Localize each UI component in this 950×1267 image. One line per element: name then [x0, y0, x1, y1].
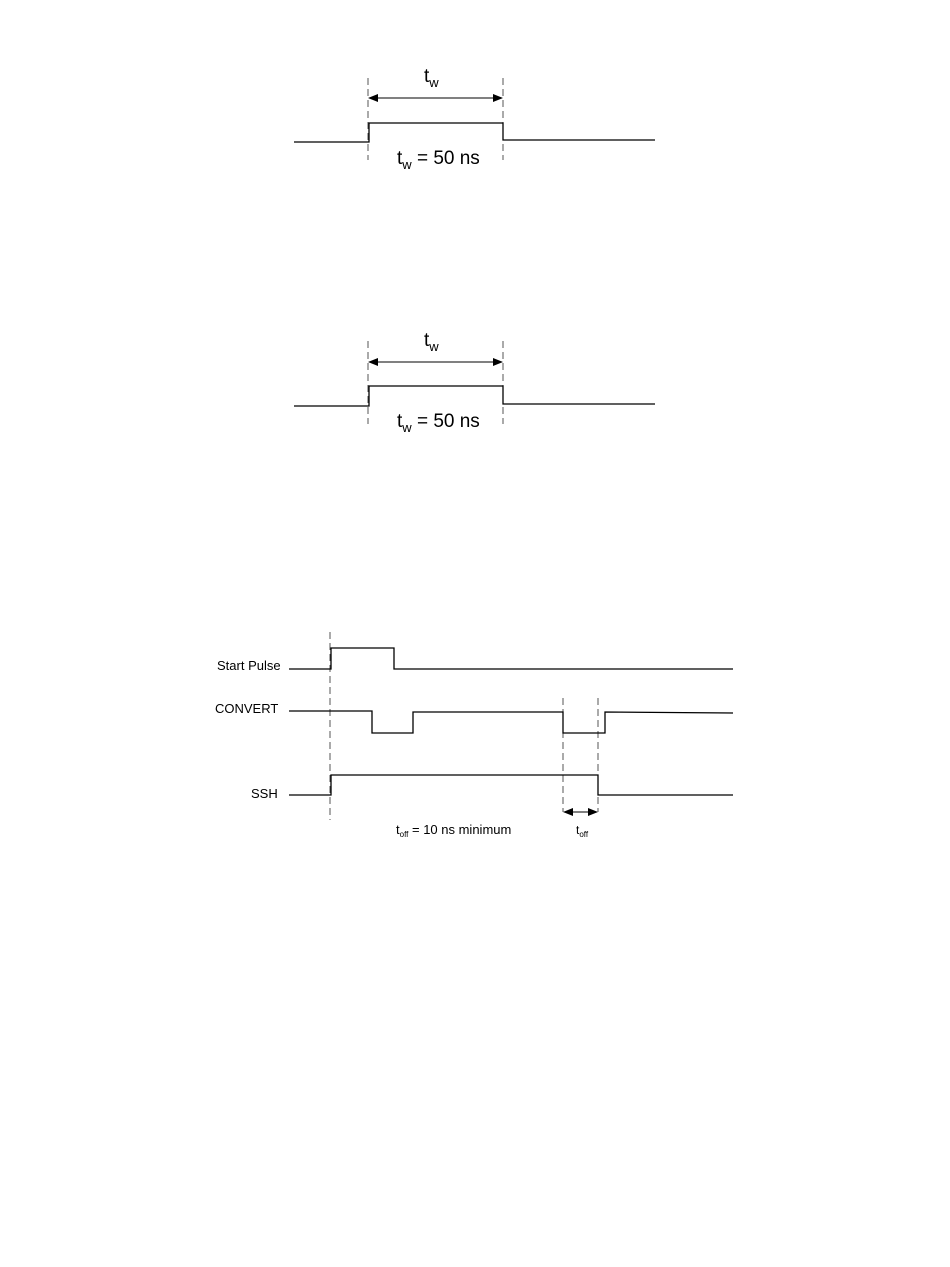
toff-minimum-note: toff = 10 ns minimum	[396, 822, 511, 839]
ssh-waveform	[289, 775, 733, 795]
pulse-waveform	[294, 123, 655, 142]
pulse-width-diagram-1: tw tw = 50 ns	[294, 66, 655, 172]
convert-timing-diagram: Start Pulse CONVERT SSH toff toff = 10 n…	[215, 632, 733, 839]
signal-label-ssh: SSH	[251, 786, 278, 801]
signal-label-start-pulse: Start Pulse	[217, 658, 281, 673]
tw-equation: tw = 50 ns	[397, 411, 480, 435]
tw-equation: tw = 50 ns	[397, 148, 480, 172]
signal-label-convert: CONVERT	[215, 701, 278, 716]
tw-label: tw	[424, 330, 439, 354]
pulse-waveform	[294, 386, 655, 406]
start-pulse-waveform	[289, 648, 733, 669]
convert-waveform	[289, 711, 733, 733]
toff-label: toff	[576, 823, 589, 839]
pulse-width-diagram-2: tw tw = 50 ns	[294, 330, 655, 435]
tw-label: tw	[424, 66, 439, 90]
